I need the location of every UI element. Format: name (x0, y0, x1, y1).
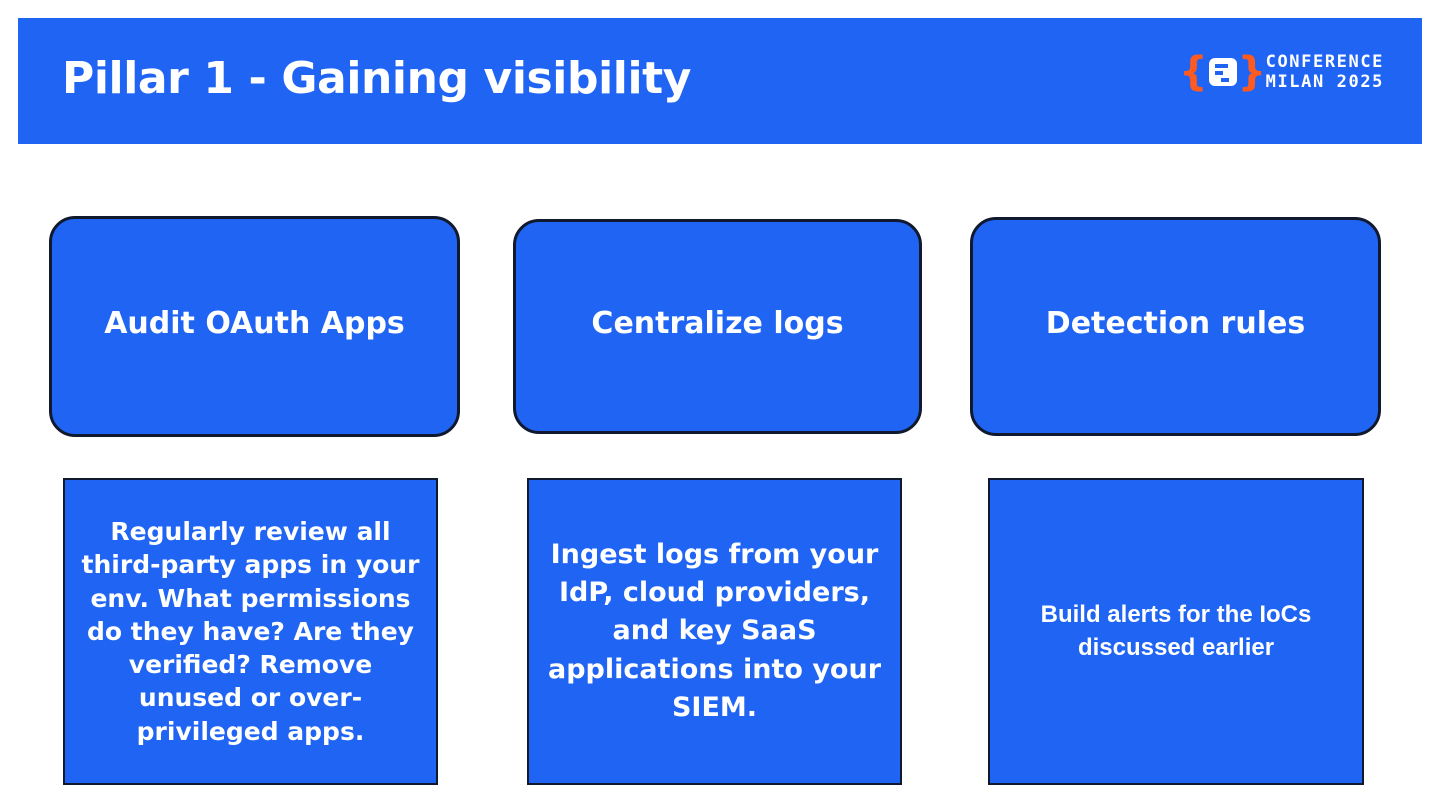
card-header-label: Detection rules (1045, 306, 1306, 342)
card-header-label: Audit OAuth Apps (104, 306, 405, 342)
card-body-text: Build alerts for the IoCs discussed earl… (1040, 601, 1312, 661)
card-header-label: Centralize logs (591, 306, 844, 342)
page-title: Pillar 1 - Gaining visibility (62, 52, 692, 104)
card-body-detection-rules: Build alerts for the IoCs discussed earl… (988, 478, 1364, 785)
card-header-centralize-logs: Centralize logs (513, 219, 922, 434)
card-body-centralize-logs: Ingest logs from your IdP, cloud provide… (527, 478, 902, 785)
conference-logo-line-1: CONFERENCE (1265, 51, 1384, 72)
card-header-audit-oauth-apps: Audit OAuth Apps (49, 216, 460, 437)
conference-logo-text: CONFERENCE MILAN 2025 (1265, 51, 1384, 92)
f2-glyph-icon (1208, 58, 1237, 86)
card-body-text: Regularly review all third-party apps in… (81, 517, 420, 746)
conference-logo: { } CONFERENCE MILAN 2025 (1179, 50, 1384, 94)
brace-left-icon: { (1179, 49, 1208, 95)
brace-right-icon: } (1237, 49, 1267, 95)
conference-logo-line-2: MILAN 2025 (1265, 71, 1384, 92)
card-body-text: Ingest logs from your IdP, cloud provide… (547, 538, 882, 723)
card-body-audit-oauth-apps: Regularly review all third-party apps in… (63, 478, 438, 785)
slide-header-bar: Pillar 1 - Gaining visibility { } CONFER… (18, 18, 1422, 144)
conference-logo-icon: { } (1179, 50, 1266, 94)
card-header-detection-rules: Detection rules (970, 217, 1381, 436)
